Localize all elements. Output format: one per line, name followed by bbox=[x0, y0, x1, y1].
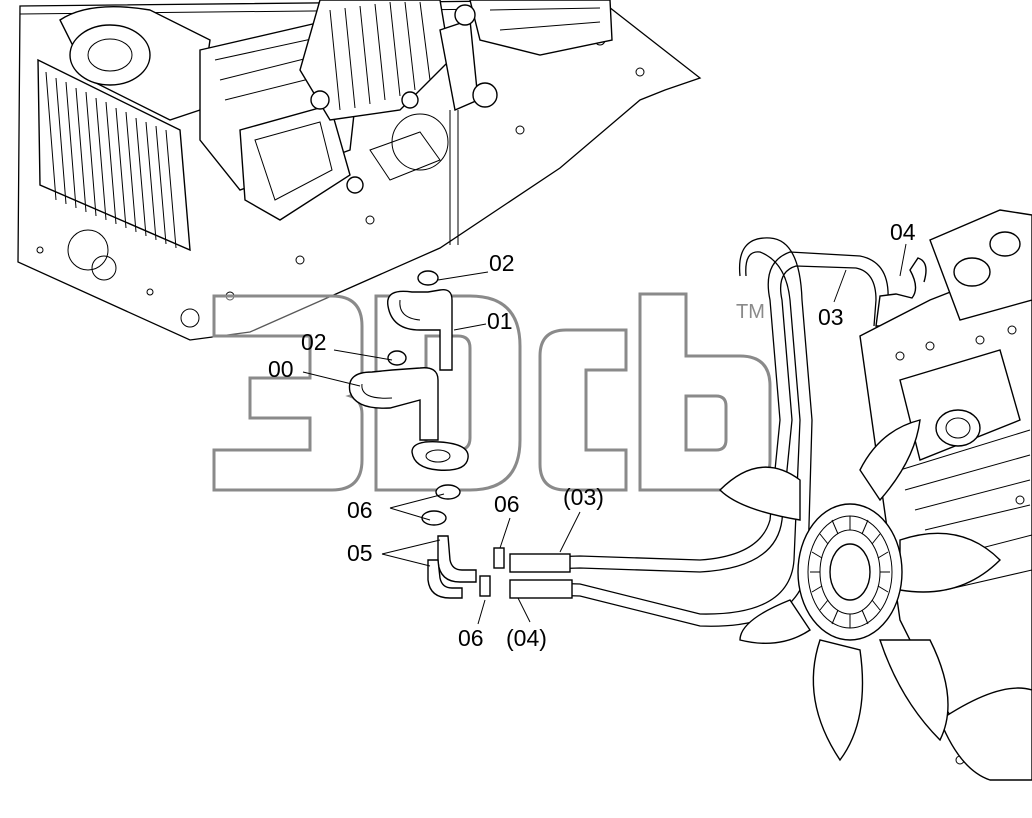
label-06-left: 06 bbox=[347, 497, 373, 523]
long-hoses bbox=[509, 237, 927, 627]
label-00: 00 bbox=[268, 356, 294, 382]
label-01: 01 bbox=[487, 308, 513, 334]
label-03-paren: (03) bbox=[563, 484, 604, 510]
label-06-mid: 06 bbox=[494, 491, 520, 517]
label-03: 03 bbox=[818, 304, 844, 330]
watermark-tm: TM bbox=[736, 301, 765, 323]
callout-labels: 02 01 02 00 03 04 (03) (04) 05 06 06 06 bbox=[268, 219, 916, 651]
fan bbox=[719, 419, 1001, 762]
watermark-logo: TM bbox=[212, 292, 772, 492]
label-04-paren: (04) bbox=[506, 625, 547, 651]
leader-lines bbox=[302, 243, 907, 625]
label-06-low: 06 bbox=[458, 625, 484, 651]
label-05: 05 bbox=[347, 540, 373, 566]
hvac-unit bbox=[37, 0, 613, 252]
hose-assembly bbox=[348, 270, 505, 599]
label-02-lower: 02 bbox=[301, 329, 327, 355]
engine-block bbox=[859, 209, 1032, 781]
label-04: 04 bbox=[890, 219, 916, 245]
label-02-upper: 02 bbox=[489, 250, 515, 276]
